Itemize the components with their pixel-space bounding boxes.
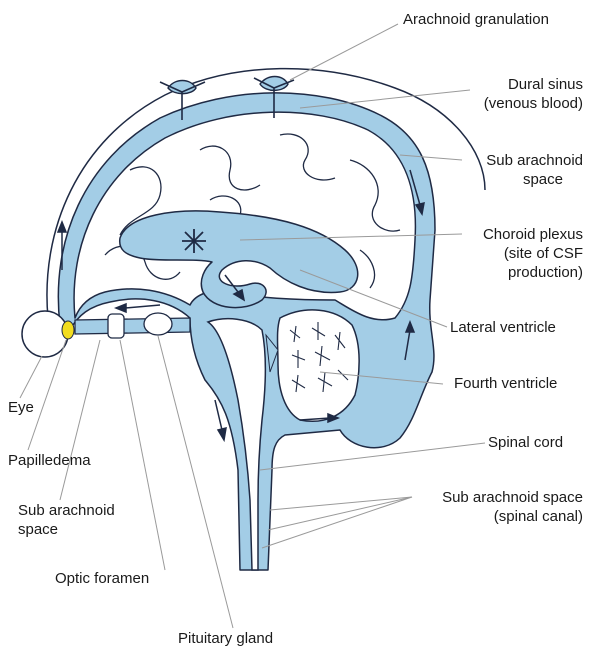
label-choroid-plexus-line2: (site of CSF [504, 245, 583, 263]
label-dural-sinus-detail: (venous blood) [484, 95, 583, 113]
label-eye: Eye [8, 399, 34, 417]
label-papilledema: Papilledema [8, 452, 91, 470]
label-lateral-ventricle: Lateral ventricle [450, 319, 556, 337]
label-arachnoid-granulation: Arachnoid granulation [403, 11, 549, 29]
eye-shape [22, 311, 68, 357]
label-choroid-plexus: Choroid plexus [483, 226, 583, 244]
label-fourth-ventricle: Fourth ventricle [454, 375, 557, 393]
label-dural-sinus: Dural sinus [508, 76, 583, 94]
label-subarachnoid-space-top-line2: space [523, 171, 563, 189]
label-choroid-plexus-line3: production) [508, 264, 583, 282]
label-subarachnoid-space-top: Sub arachnoid [486, 152, 583, 170]
label-subarachnoid-spinal-line2: (spinal canal) [494, 508, 583, 526]
papilledema-spot [62, 321, 74, 339]
label-optic-foramen: Optic foramen [55, 570, 149, 588]
label-pituitary-gland: Pituitary gland [178, 630, 273, 648]
choroid-plexus-star [182, 229, 206, 253]
label-subarachnoid-space-left-line2: space [18, 521, 58, 539]
label-subarachnoid-spinal: Sub arachnoid space [442, 489, 583, 507]
label-subarachnoid-space-left: Sub arachnoid [18, 502, 115, 520]
optic-foramen-ring [108, 314, 124, 338]
optic-nerve [75, 318, 190, 334]
pituitary-gland-shape [144, 313, 172, 335]
label-spinal-cord: Spinal cord [488, 434, 563, 452]
